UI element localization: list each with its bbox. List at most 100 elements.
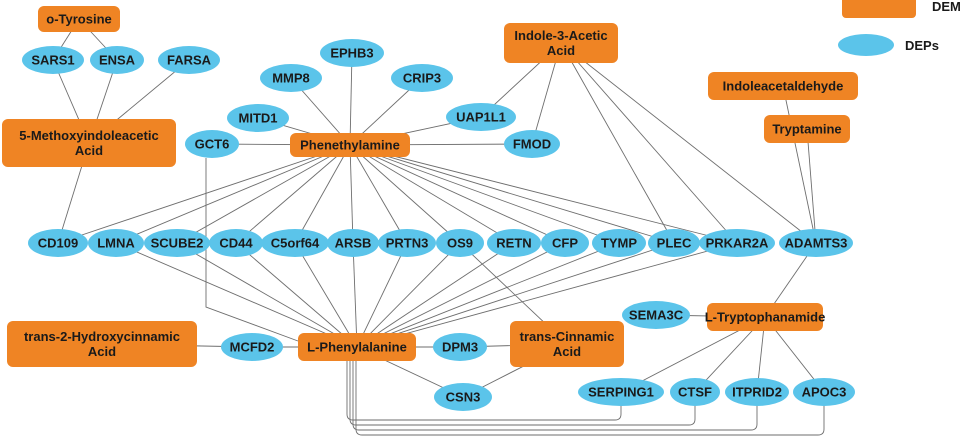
protein-node-prtn3[interactable]: PRTN3: [378, 229, 436, 257]
protein-ellipse: [592, 229, 646, 257]
protein-node-plec[interactable]: PLEC: [648, 229, 700, 257]
protein-node-cfp[interactable]: CFP: [541, 229, 589, 257]
protein-ellipse: [144, 229, 210, 257]
edge-phenethylamine-CFP: [349, 144, 566, 244]
node-label: APOC3: [802, 385, 847, 400]
protein-ellipse: [725, 378, 789, 406]
edge-l_phenylalanine-SERPING1: [346, 361, 622, 421]
protein-ellipse: [487, 229, 541, 257]
metabolite-box: [290, 133, 410, 157]
metabolite-box: [764, 115, 850, 143]
edge-tryptamine-ADAMTS3: [806, 128, 817, 244]
protein-node-retn[interactable]: RETN: [487, 229, 541, 257]
protein-node-cd44[interactable]: CD44: [209, 229, 263, 257]
protein-node-c5orf64[interactable]: C5orf64: [261, 229, 329, 257]
protein-node-crip3[interactable]: CRIP3: [391, 64, 453, 92]
node-label: MMP8: [272, 71, 310, 86]
edge-indoleacetaldehyde-ADAMTS3: [782, 85, 817, 244]
edge-l_phenylalanine-ARSB: [352, 242, 358, 348]
protein-ellipse: [327, 229, 379, 257]
protein-node-ensa[interactable]: ENSA: [90, 46, 144, 74]
edge-l_phenylalanine-LMNA: [115, 242, 358, 348]
edge-indole3acetic-PRKAR2A: [560, 42, 738, 244]
protein-node-farsa[interactable]: FARSA: [158, 46, 220, 74]
protein-node-dpm3[interactable]: DPM3: [433, 333, 487, 361]
node-label: TYMP: [601, 236, 637, 251]
protein-node-apoc3[interactable]: APOC3: [793, 378, 855, 406]
protein-node-serping1[interactable]: SERPING1: [578, 378, 664, 406]
protein-node-prkar2a[interactable]: PRKAR2A: [699, 229, 775, 257]
node-label: Acid: [553, 344, 581, 359]
node-label: SERPING1: [588, 385, 654, 400]
edge-l_phenylalanine-TYMP: [356, 242, 620, 348]
edge-phenethylamine-LMNA: [115, 144, 351, 244]
protein-node-arsb[interactable]: ARSB: [327, 229, 379, 257]
edge-l_phenylalanine-RETN: [356, 242, 515, 348]
protein-ellipse: [434, 383, 492, 411]
protein-ellipse: [622, 301, 690, 329]
legend-dep-label: DEPs: [905, 38, 939, 53]
protein-node-ephb3[interactable]: EPHB3: [320, 39, 384, 67]
node-label: CSN3: [446, 390, 481, 405]
protein-node-lmna[interactable]: LMNA: [88, 229, 144, 257]
protein-node-fmod[interactable]: FMOD: [504, 130, 560, 158]
protein-ellipse: [391, 64, 453, 92]
node-label: CTSF: [678, 385, 712, 400]
metabolite-box: [2, 119, 176, 167]
protein-node-adamts3[interactable]: ADAMTS3: [779, 229, 853, 257]
metabolite-node-indoleacetaldehyde[interactable]: Indoleacetaldehyde: [708, 72, 858, 100]
protein-ellipse: [28, 229, 88, 257]
edge-phenethylamine-ARSB: [349, 144, 354, 244]
protein-node-tymp[interactable]: TYMP: [592, 229, 646, 257]
protein-node-os9[interactable]: OS9: [436, 229, 484, 257]
metabolite-node-tryptamine[interactable]: Tryptamine: [764, 115, 850, 143]
metabolite-node-phenethylamine[interactable]: Phenethylamine: [290, 133, 410, 157]
protein-node-uap1l1[interactable]: UAP1L1: [446, 103, 516, 131]
metabolite-node-l_tryptophanamide[interactable]: L-Tryptophanamide: [705, 303, 826, 331]
protein-node-csn3[interactable]: CSN3: [434, 383, 492, 411]
node-label: C5orf64: [271, 236, 320, 251]
edge-phenethylamine-RETN: [349, 144, 515, 244]
edge-l_phenylalanine-CD44: [235, 242, 358, 348]
metabolite-box: [7, 321, 197, 367]
protein-node-scube2[interactable]: SCUBE2: [144, 229, 210, 257]
protein-node-sars1[interactable]: SARS1: [22, 46, 84, 74]
node-label: Tryptamine: [772, 122, 841, 137]
protein-ellipse: [185, 130, 239, 158]
edge-phenethylamine-PRKAR2A: [349, 144, 738, 244]
node-label: RETN: [496, 236, 531, 251]
metabolite-node-l_phenylalanine[interactable]: L-Phenylalanine: [298, 333, 416, 361]
protein-ellipse: [436, 229, 484, 257]
protein-node-cd109[interactable]: CD109: [28, 229, 88, 257]
protein-node-sema3c[interactable]: SEMA3C: [622, 301, 690, 329]
node-label: SCUBE2: [151, 236, 204, 251]
protein-node-mcfd2[interactable]: MCFD2: [221, 333, 283, 361]
node-label: ITPRID2: [732, 385, 782, 400]
node-label: ENSA: [99, 53, 136, 68]
protein-ellipse: [221, 333, 283, 361]
node-label: Acid: [75, 143, 103, 158]
protein-node-gct6[interactable]: GCT6: [185, 130, 239, 158]
edge-phenethylamine-CD109: [57, 144, 351, 244]
protein-node-itprid2[interactable]: ITPRID2: [725, 378, 789, 406]
node-label: Phenethylamine: [300, 138, 400, 153]
node-label: L-Phenylalanine: [307, 340, 407, 355]
metabolite-box: [510, 321, 624, 367]
node-label: trans-2-Hydroxycinnamic: [24, 329, 180, 344]
edge-l_phenylalanine-ITPRID2: [352, 361, 758, 431]
protein-node-ctsf[interactable]: CTSF: [670, 378, 720, 406]
node-label: Acid: [88, 344, 116, 359]
metabolite-box: [298, 333, 416, 361]
protein-ellipse: [378, 229, 436, 257]
protein-node-mitd1[interactable]: MITD1: [227, 104, 289, 132]
metabolite-node-o_tyrosine[interactable]: o-Tyrosine: [38, 6, 120, 32]
protein-node-mmp8[interactable]: MMP8: [260, 64, 322, 92]
legend-dep-swatch: [838, 34, 894, 56]
